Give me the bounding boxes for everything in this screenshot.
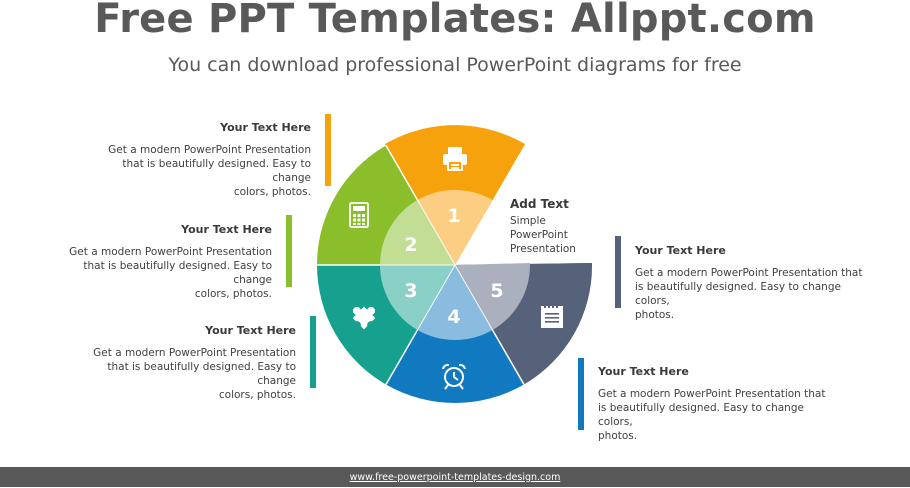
text-box-5-accent-bar bbox=[578, 358, 584, 430]
segment-1-inner bbox=[417, 189, 493, 265]
text-box-1: Your Text Here Get a modern PowerPoint P… bbox=[90, 121, 311, 199]
text-box-title: Your Text Here bbox=[181, 223, 272, 236]
text-box-line: Get a modern PowerPoint Presentation tha… bbox=[598, 388, 826, 400]
text-box-line: Get a modern PowerPoint Presentation bbox=[69, 246, 272, 258]
text-box-1-accent-bar bbox=[325, 114, 331, 186]
segment-5-number: 5 bbox=[490, 280, 503, 302]
footer-link[interactable]: www.free-powerpoint-templates-design.com bbox=[349, 472, 561, 483]
text-box-title: Your Text Here bbox=[205, 324, 296, 337]
footer-bar: www.free-powerpoint-templates-design.com bbox=[0, 467, 910, 487]
text-box-title: Your Text Here bbox=[598, 365, 689, 378]
center-title: Add Text bbox=[510, 197, 569, 211]
center-text-block: Add Text Simple PowerPoint Presentation bbox=[510, 197, 576, 256]
calculator-icon bbox=[349, 202, 369, 228]
text-box-line: photos. bbox=[598, 430, 638, 442]
text-box-title: Your Text Here bbox=[635, 244, 726, 257]
segment-1-number: 1 bbox=[447, 205, 460, 227]
segment-4-number: 4 bbox=[447, 306, 460, 328]
text-box-line: Get a modern PowerPoint Presentation bbox=[108, 144, 311, 156]
alarm-clock-icon bbox=[442, 363, 466, 390]
segment-4-inner bbox=[417, 265, 493, 341]
segment-2-inner bbox=[379, 200, 455, 265]
page-title: Free PPT Templates: Allppt.com bbox=[94, 0, 816, 42]
notepad-icon bbox=[541, 304, 563, 328]
inner-separators bbox=[380, 199, 493, 331]
text-box-line: is beautifully designed. Easy to change … bbox=[635, 281, 841, 307]
segment-3-inner bbox=[379, 265, 455, 330]
text-box-line: that is beautifully designed. Easy to ch… bbox=[83, 260, 272, 286]
page-subtitle: You can download professional PowerPoint… bbox=[168, 54, 742, 76]
text-box-3: Your Text Here Get a modern PowerPoint P… bbox=[74, 324, 296, 402]
segment-3-number: 3 bbox=[404, 280, 417, 302]
text-box-4: Your Text Here Get a modern PowerPoint P… bbox=[635, 244, 870, 322]
text-box-line: Get a modern PowerPoint Presentation tha… bbox=[635, 267, 863, 279]
text-box-line: photos. bbox=[635, 309, 675, 321]
center-line: PowerPoint bbox=[510, 229, 568, 241]
text-box-line: colors, photos. bbox=[218, 389, 296, 401]
center-line: Presentation bbox=[510, 243, 576, 255]
text-box-line: colors, photos. bbox=[194, 288, 272, 300]
text-box-line: that is beautifully designed. Easy to ch… bbox=[122, 158, 311, 184]
text-box-2: Your Text Here Get a modern PowerPoint P… bbox=[50, 223, 272, 301]
text-box-title: Your Text Here bbox=[220, 121, 311, 134]
text-box-line: is beautifully designed. Easy to change … bbox=[598, 402, 804, 428]
text-box-line: Get a modern PowerPoint Presentation bbox=[93, 347, 296, 359]
text-box-line: colors, photos. bbox=[233, 186, 311, 198]
segment-5-inner bbox=[455, 263, 531, 330]
segment-2-number: 2 bbox=[404, 234, 417, 256]
text-box-5: Your Text Here Get a modern PowerPoint P… bbox=[598, 365, 833, 443]
center-line: Simple bbox=[510, 215, 546, 227]
text-box-2-accent-bar bbox=[286, 215, 292, 287]
puzzle-icon bbox=[352, 306, 376, 330]
text-box-3-accent-bar bbox=[310, 316, 316, 388]
printer-icon bbox=[443, 147, 467, 171]
text-box-line: that is beautifully designed. Easy to ch… bbox=[107, 361, 296, 387]
text-box-4-accent-bar bbox=[615, 236, 621, 308]
